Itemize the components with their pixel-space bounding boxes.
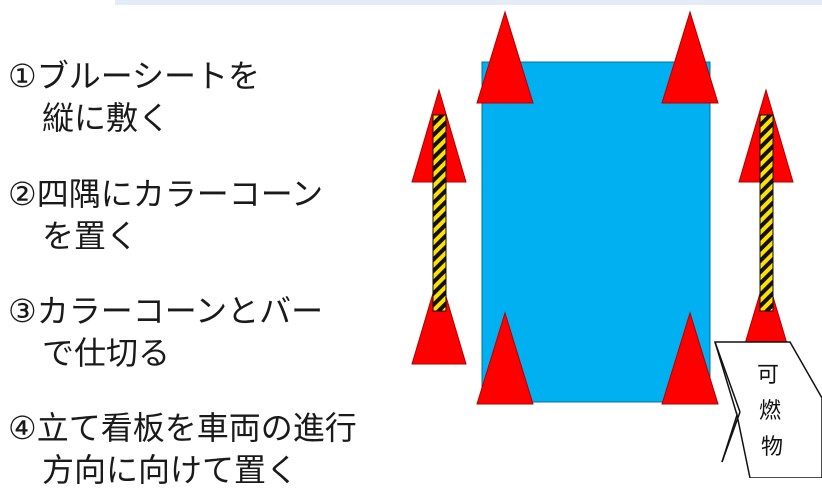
step-2-line1: 四隅にカラーコーン <box>36 175 324 213</box>
sign-char-2: 燃 <box>759 399 781 424</box>
bar-left <box>432 114 447 312</box>
cone-top-left <box>476 10 534 104</box>
cone-bottom-left <box>476 311 534 405</box>
step-1-number: ① <box>8 57 37 95</box>
step-1-line2: 縦に敷く <box>42 99 171 137</box>
blue-sheet <box>481 61 711 403</box>
step-4-line1: 立て看板を車両の進行 <box>36 409 357 447</box>
instruction-list: ①ブルーシートを 縦に敷く ②四隅にカラーコーン を置く ③カラーコーンとバー … <box>8 0 408 489</box>
step-2: ②四隅にカラーコーン を置く <box>8 173 323 257</box>
bar-right <box>759 114 774 312</box>
step-2-line2: を置く <box>42 217 139 255</box>
step-2-number: ② <box>8 175 37 213</box>
sign-char-1: 可 <box>757 363 779 388</box>
layout-scene: 可 燃 物 <box>411 10 822 478</box>
step-1: ①ブルーシートを 縦に敷く <box>8 55 260 139</box>
step-4-number: ④ <box>8 409 37 447</box>
step-3: ③カラーコーンとバー で仕切る <box>8 290 323 374</box>
step-1-line1: ブルーシートを <box>36 57 261 95</box>
step-3-line1: カラーコーンとバー <box>36 292 324 330</box>
step-3-line2: で仕切る <box>42 334 171 372</box>
cone-bottom-right <box>661 311 719 405</box>
standing-sign: 可 燃 物 <box>713 341 822 478</box>
step-4: ④立て看板を車両の進行 方向に向けて置く <box>8 407 357 491</box>
step-3-number: ③ <box>8 292 37 330</box>
top-rule <box>115 0 822 5</box>
sign-char-3: 物 <box>761 435 783 460</box>
cone-left-lower <box>411 271 467 365</box>
cone-top-right <box>661 10 719 104</box>
